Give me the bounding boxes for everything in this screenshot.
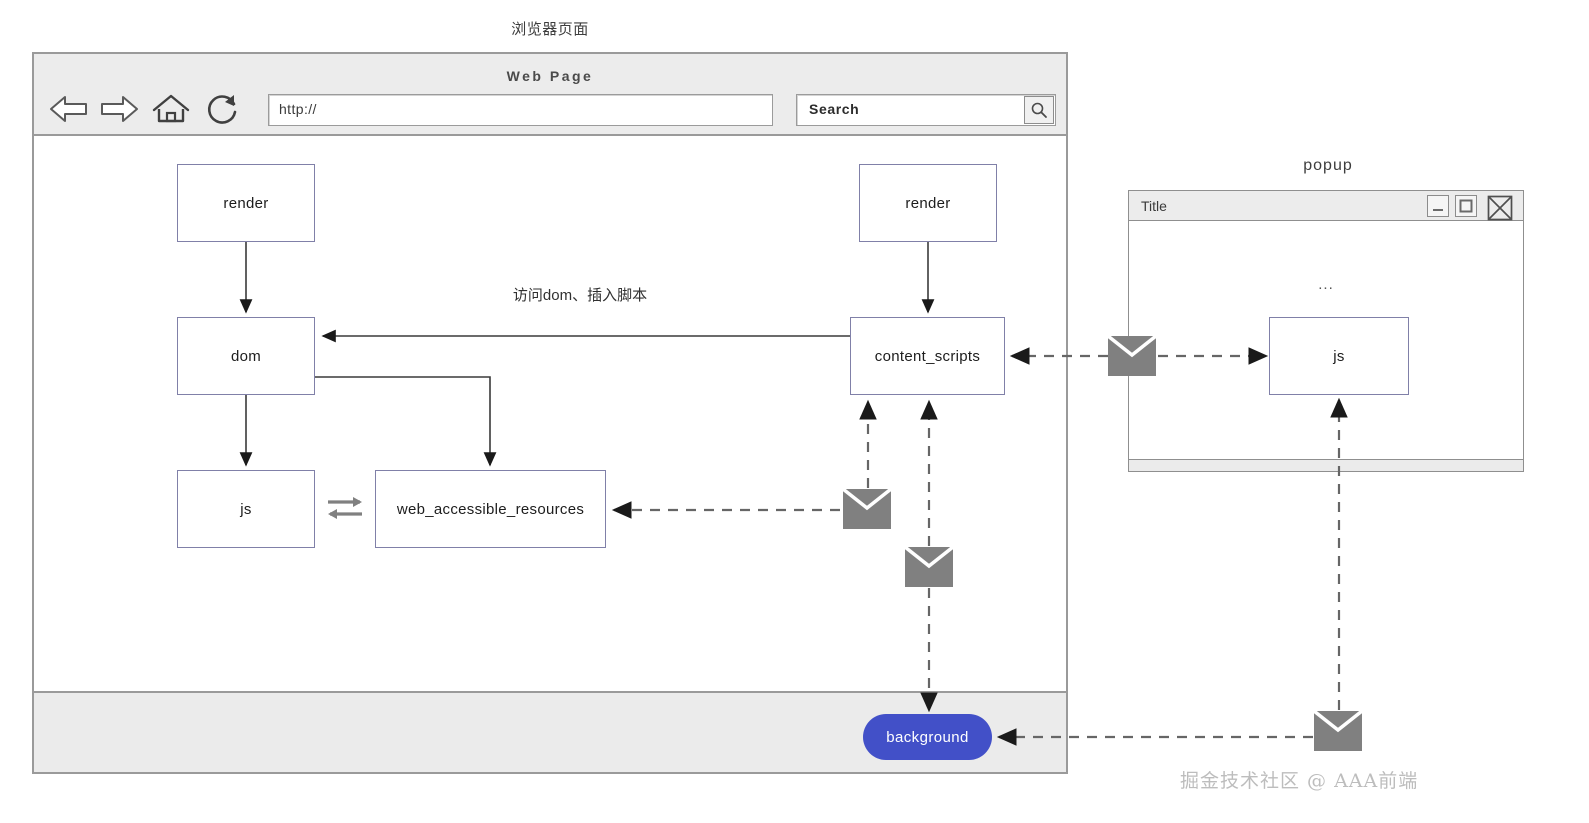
node-render-left[interactable]: render [177,164,315,242]
address-input-value: http:// [279,101,317,117]
browser-page-label: Web Page [506,68,594,84]
node-content-scripts[interactable]: content_scripts [850,317,1005,395]
address-input[interactable]: http:// [268,94,773,126]
popup-caption: popup [1303,157,1353,174]
diagram-title: 浏览器页面 [511,21,589,38]
back-arrow-icon[interactable] [48,92,90,126]
envelope-icon-popup-background [1312,709,1364,751]
forward-arrow-icon[interactable] [98,92,140,126]
reload-icon[interactable] [202,92,244,126]
envelope-icon-popup-content [1106,334,1158,376]
node-render-right[interactable]: render [859,164,997,242]
search-input-value: Search [809,101,860,117]
popup-ellipsis: ... [1318,276,1334,293]
node-background[interactable]: background [863,714,992,760]
envelope-icon-resources [841,487,893,529]
watermark: 掘金技术社区 @ AAA前端 [1180,770,1419,792]
popup-footer [1129,459,1523,471]
home-icon[interactable] [150,92,192,126]
bidirectional-exchange-icon [322,485,368,531]
envelope-icon-background [903,545,955,587]
popup-title-text: Title [1141,198,1167,214]
close-icon[interactable] [1487,195,1513,221]
node-web-accessible-resources[interactable]: web_accessible_resources [375,470,606,548]
minimize-icon[interactable] [1427,195,1449,217]
search-icon[interactable] [1024,96,1054,124]
browser-toolbar: Web Page [34,54,1066,136]
edge-label-dom-access: 访问dom、插入脚本 [512,287,648,304]
popup-titlebar: Title [1129,191,1523,221]
search-input[interactable]: Search [796,94,1056,126]
node-js[interactable]: js [177,470,315,548]
browser-window: Web Page [32,52,1068,774]
node-popup-js[interactable]: js [1269,317,1409,395]
node-dom[interactable]: dom [177,317,315,395]
maximize-icon[interactable] [1455,195,1477,217]
